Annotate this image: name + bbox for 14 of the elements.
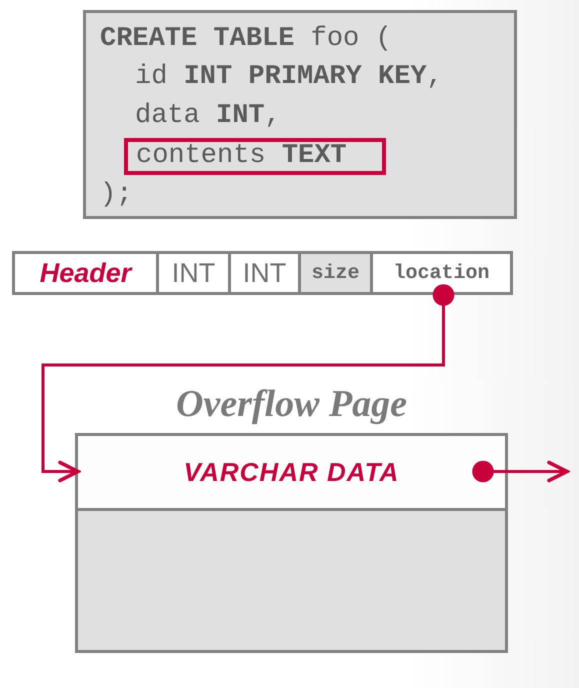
code-line: id INT PRIMARY KEY, bbox=[135, 64, 443, 91]
empty-slot bbox=[78, 511, 505, 650]
tuple-header-cell: Header bbox=[12, 251, 159, 295]
page-title: Overflow Page bbox=[174, 382, 408, 426]
pointer-arrow bbox=[42, 284, 454, 482]
code-line: ); bbox=[100, 182, 132, 209]
tuple-column-cell: INT bbox=[228, 251, 301, 295]
code-line: CREATE TABLE foo ( bbox=[100, 26, 392, 53]
tuple-column-cell: INT bbox=[156, 251, 231, 295]
code-block bbox=[83, 10, 517, 219]
code-line: data INT, bbox=[135, 103, 281, 130]
tuple-column-cell: size bbox=[298, 251, 373, 295]
tuple-column-cell: location bbox=[370, 251, 513, 295]
pointer-arrow bbox=[472, 460, 569, 482]
